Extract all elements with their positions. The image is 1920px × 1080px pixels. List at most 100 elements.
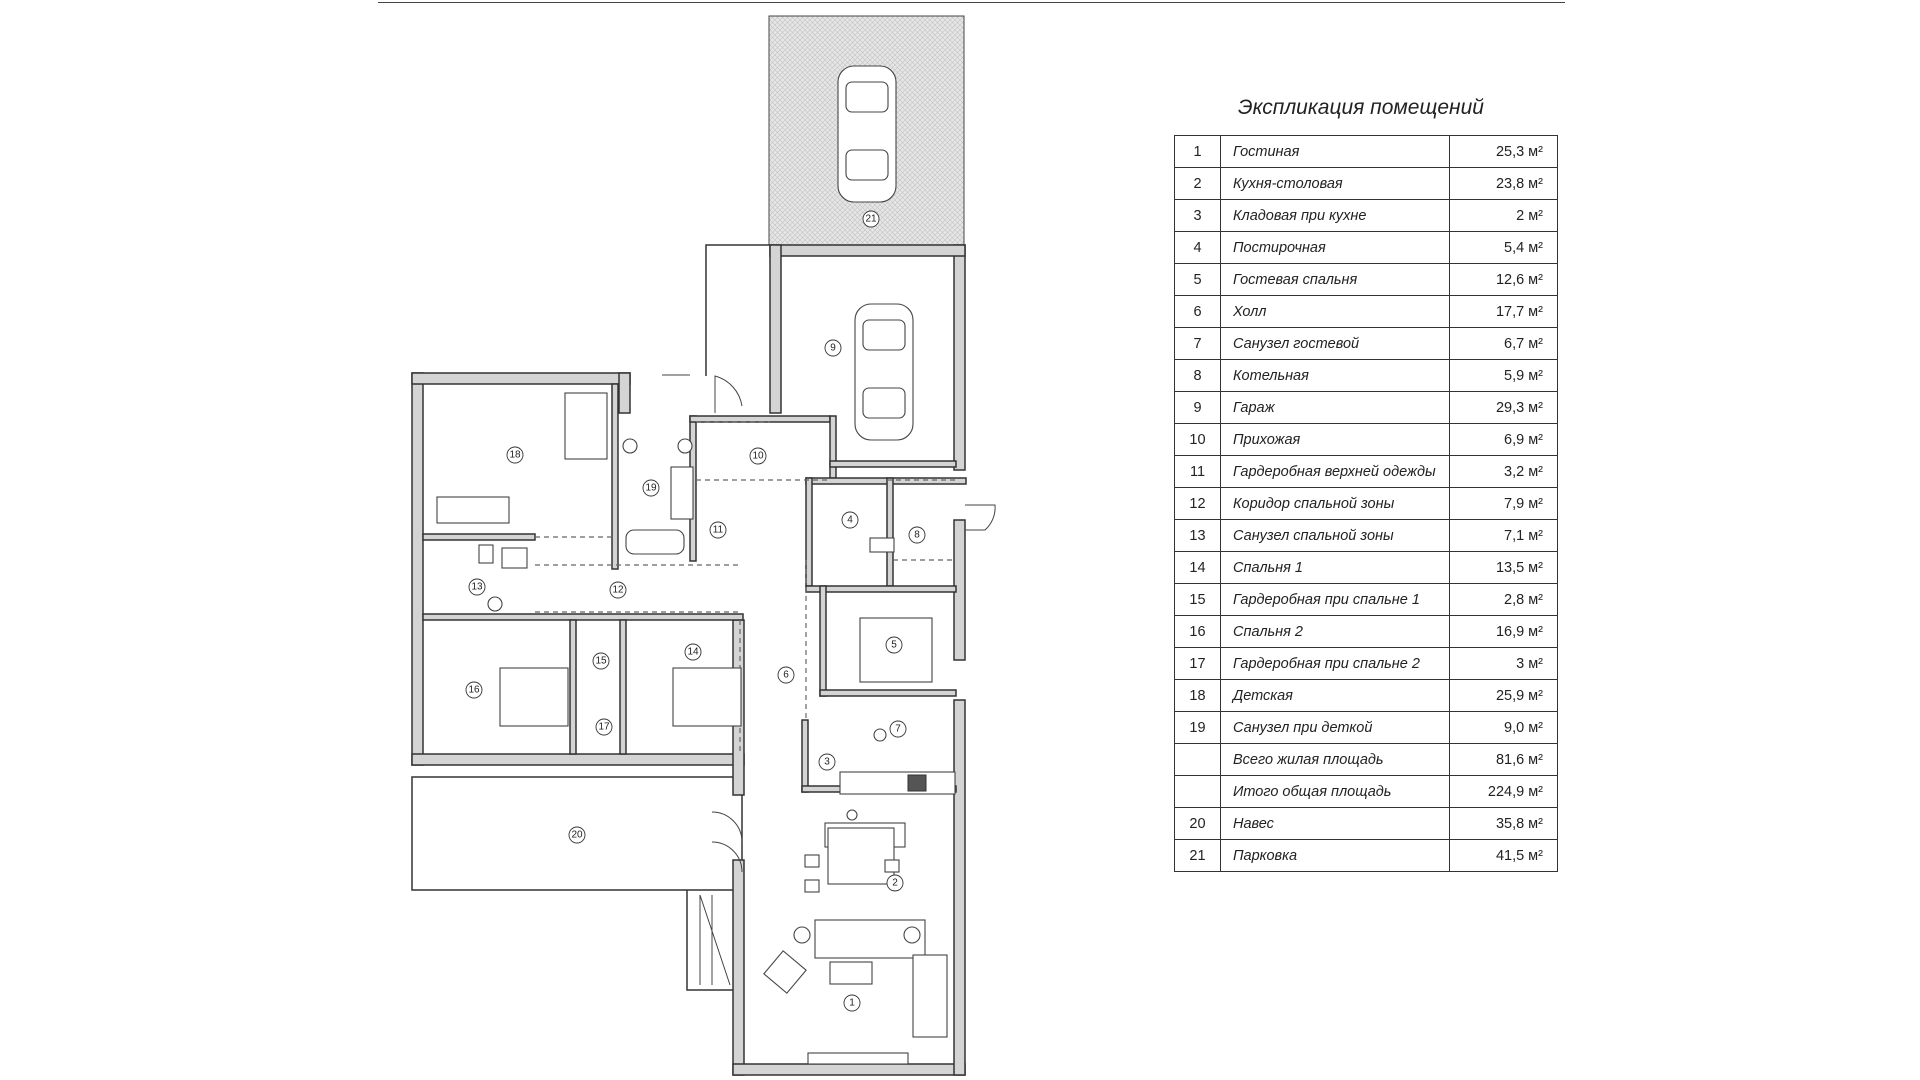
svg-text:9: 9 [830, 343, 836, 354]
room-name: Спальня 1 [1220, 551, 1450, 584]
car-parking [837, 65, 897, 203]
room-number: 20 [1174, 807, 1221, 840]
svg-text:19: 19 [645, 483, 657, 494]
room-name: Навес [1220, 807, 1450, 840]
room-area: 7,1 м² [1449, 519, 1558, 552]
room-area: 16,9 м² [1449, 615, 1558, 648]
room-area: 81,6 м² [1449, 743, 1558, 776]
room-name: Гараж [1220, 391, 1450, 424]
room-number: 2 [1174, 167, 1221, 200]
room-name: Гардеробная при спальне 1 [1220, 583, 1450, 616]
room-marker-8: 8 [908, 526, 926, 544]
room-number [1174, 775, 1221, 808]
canopy-outline [411, 776, 743, 891]
svg-text:3: 3 [824, 757, 830, 768]
room-number: 14 [1174, 551, 1221, 584]
room-area: 41,5 м² [1449, 839, 1558, 872]
room-area: 9,0 м² [1449, 711, 1558, 744]
room-name: Гостевая спальня [1220, 263, 1450, 296]
room-number: 3 [1174, 199, 1221, 232]
room-marker-1: 1 [843, 994, 861, 1012]
room-markers: 1 2 3 4 5 6 7 8 9 10 11 12 13 14 15 16 1… [465, 210, 926, 1012]
room-marker-4: 4 [841, 511, 859, 529]
room-number: 18 [1174, 679, 1221, 712]
entrance-porch [705, 244, 769, 376]
room-area: 13,5 м² [1449, 551, 1558, 584]
room-name: Всего жилая площадь [1220, 743, 1450, 776]
room-name: Гардеробная при спальне 2 [1220, 647, 1450, 680]
room-number: 21 [1174, 839, 1221, 872]
room-area: 7,9 м² [1449, 487, 1558, 520]
room-name: Кладовая при кухне [1220, 199, 1450, 232]
room-area: 25,3 м² [1449, 135, 1558, 168]
schedule-title: Экспликация помещений [1238, 96, 1484, 119]
room-area: 12,6 м² [1449, 263, 1558, 296]
room-marker-20: 20 [568, 826, 586, 844]
room-number: 11 [1174, 455, 1221, 488]
svg-text:6: 6 [783, 670, 789, 681]
room-name: Гостиная [1220, 135, 1450, 168]
room-name: Парковка [1220, 839, 1450, 872]
svg-text:2: 2 [892, 878, 898, 889]
room-name: Прихожая [1220, 423, 1450, 456]
room-area: 2 м² [1449, 199, 1558, 232]
car-garage [854, 303, 914, 441]
room-name: Кухня-столовая [1220, 167, 1450, 200]
room-marker-18: 18 [506, 446, 524, 464]
svg-text:18: 18 [509, 450, 521, 461]
room-marker-19: 19 [642, 479, 660, 497]
doors [662, 374, 996, 873]
room-marker-14: 14 [684, 643, 702, 661]
room-area: 17,7 м² [1449, 295, 1558, 328]
svg-text:11: 11 [713, 525, 724, 536]
room-name: Санузел гостевой [1220, 327, 1450, 360]
room-number [1174, 743, 1221, 776]
steps-lines [699, 894, 731, 986]
room-number: 9 [1174, 391, 1221, 424]
svg-text:14: 14 [687, 647, 699, 658]
room-marker-5: 5 [885, 636, 903, 654]
room-number: 10 [1174, 423, 1221, 456]
room-area: 29,3 м² [1449, 391, 1558, 424]
room-area: 224,9 м² [1449, 775, 1558, 808]
room-area: 6,7 м² [1449, 327, 1558, 360]
room-area: 2,8 м² [1449, 583, 1558, 616]
room-marker-10: 10 [749, 447, 767, 465]
room-marker-21: 21 [862, 210, 880, 228]
room-number: 7 [1174, 327, 1221, 360]
room-marker-3: 3 [818, 753, 836, 771]
svg-text:21: 21 [865, 214, 877, 225]
room-number: 1 [1174, 135, 1221, 168]
room-area: 5,9 м² [1449, 359, 1558, 392]
room-number: 12 [1174, 487, 1221, 520]
room-number: 13 [1174, 519, 1221, 552]
room-number: 5 [1174, 263, 1221, 296]
room-name: Гардеробная верхней одежды [1220, 455, 1450, 488]
svg-text:7: 7 [895, 724, 901, 735]
room-marker-12: 12 [609, 581, 627, 599]
room-name: Коридор спальной зоны [1220, 487, 1450, 520]
room-area: 6,9 м² [1449, 423, 1558, 456]
room-name: Холл [1220, 295, 1450, 328]
svg-text:17: 17 [598, 722, 610, 733]
room-marker-9: 9 [824, 339, 842, 357]
svg-text:15: 15 [595, 656, 607, 667]
